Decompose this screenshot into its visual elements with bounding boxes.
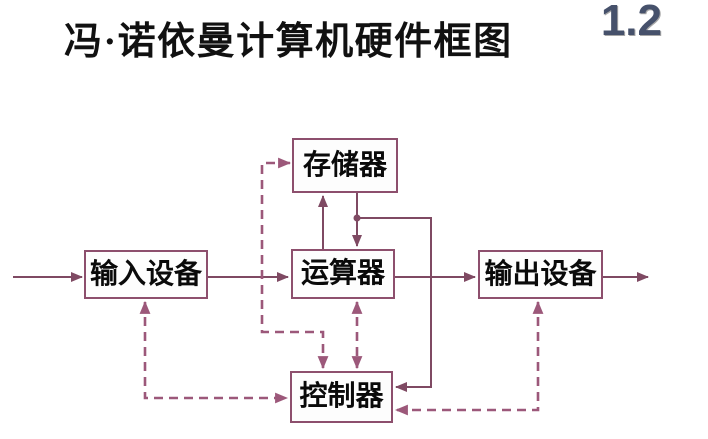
memory-box: 存储器: [292, 138, 398, 193]
arrow-memory-to-controller: [357, 217, 432, 392]
alu-box: 运算器: [291, 249, 395, 299]
memory-label: 存储器: [302, 149, 387, 181]
alu-label: 运算器: [300, 258, 385, 289]
input-device-box: 输入设备: [84, 250, 208, 299]
junction-dot: [353, 214, 361, 222]
input-device-label: 输入设备: [89, 258, 202, 290]
dashed-arrow-controller-output: [394, 300, 544, 416]
dashed-arrow-controller-input: [139, 300, 289, 404]
page-number: 1.2: [600, 0, 662, 45]
output-device-box: 输出设备: [478, 250, 603, 299]
controller-label: 控制器: [299, 381, 384, 412]
output-device-label: 输出设备: [484, 258, 597, 290]
controller-box: 控制器: [290, 371, 393, 423]
slide-title: 冯·诺依曼计算机硬件框图: [64, 21, 513, 63]
